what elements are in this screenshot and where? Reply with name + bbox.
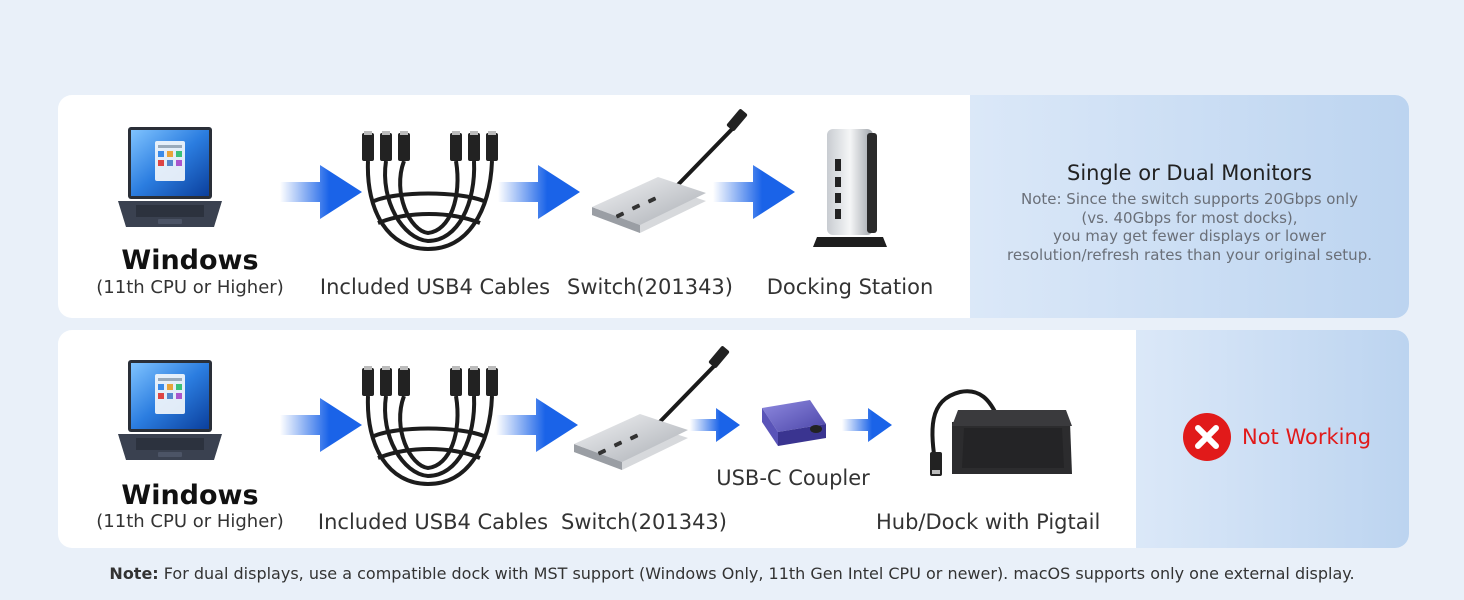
pigtail-hub-row: Windows (11th CPU or Higher) Included US… <box>58 330 1409 548</box>
result-note-line: you may get fewer displays or lower <box>1052 227 1327 245</box>
laptop-icon <box>118 360 222 460</box>
arrow-right-icon <box>280 165 362 219</box>
dock-label: Docking Station <box>766 275 934 299</box>
usb-switch-icon <box>574 346 730 470</box>
usb4-cables-icon <box>362 131 498 252</box>
cpu-requirement-label: (11th CPU or Higher) <box>96 277 284 298</box>
laptop-icon <box>118 127 222 227</box>
usb-c-coupler-icon <box>762 400 826 446</box>
arrow-right-icon <box>713 165 795 219</box>
hub-with-pigtail-icon <box>930 389 1072 476</box>
footnote-text: For dual displays, use a compatible dock… <box>158 564 1355 583</box>
cables-label: Included USB4 Cables <box>319 275 551 299</box>
cpu-requirement-label: (11th CPU or Higher) <box>96 511 284 532</box>
usb4-cables-icon <box>362 366 498 487</box>
coupler-label: USB-C Coupler <box>716 466 870 490</box>
result-panel: Single or Dual Monitors Note: Since the … <box>970 95 1409 318</box>
result-note-line: resolution/refresh rates than your origi… <box>1007 245 1372 264</box>
footnote-prefix: Note: <box>109 564 159 583</box>
footnote: Note: For dual displays, use a compatibl… <box>0 564 1464 583</box>
result-title: Single or Dual Monitors <box>1066 161 1313 185</box>
cables-label: Included USB4 Cables <box>317 510 549 534</box>
arrow-right-icon <box>280 398 362 452</box>
windows-label: Windows <box>121 480 259 511</box>
usb-switch-icon <box>592 109 748 233</box>
not-working-label: Not Working <box>1242 425 1372 449</box>
docking-station-row: Windows (11th CPU or Higher) Included US… <box>58 95 1409 318</box>
arrow-right-icon <box>690 408 740 442</box>
docking-station-icon <box>813 129 887 247</box>
hub-label: Hub/Dock with Pigtail <box>876 510 1101 534</box>
arrow-right-icon <box>842 408 892 442</box>
result-note-line: (vs. 40Gbps for most docks), <box>1081 208 1298 227</box>
error-x-icon <box>1183 413 1231 461</box>
not-working-status: Not Working <box>1182 412 1371 462</box>
result-panel: Not Working <box>1136 330 1409 548</box>
windows-label: Windows <box>121 245 259 276</box>
switch-label: Switch(201343) <box>561 510 727 534</box>
arrow-right-icon <box>498 165 580 219</box>
switch-label: Switch(201343) <box>567 275 733 299</box>
result-note: Note: Since the switch supports 20Gbps o… <box>970 190 1409 264</box>
arrow-right-icon <box>496 398 578 452</box>
result-note-line: Note: Since the switch supports 20Gbps o… <box>1020 190 1359 208</box>
